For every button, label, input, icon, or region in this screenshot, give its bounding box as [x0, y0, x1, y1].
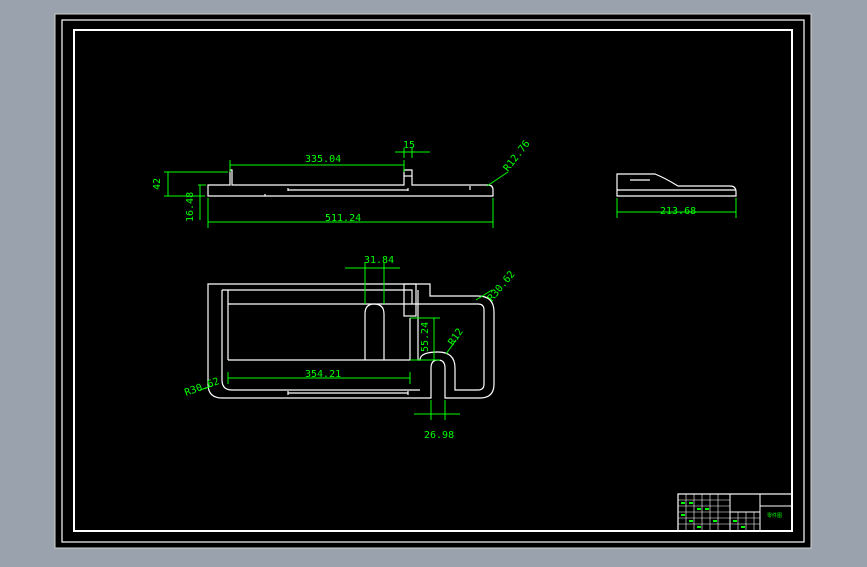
sheet-border-inner [73, 29, 793, 532]
dim-top-width: 335.04 [305, 154, 341, 165]
plan-view-dimensions [199, 262, 493, 420]
title-block-label: 零件图 [767, 512, 782, 519]
dim-inner-length: 354.21 [305, 369, 341, 380]
dim-left-thickness: 16.48 [185, 192, 196, 222]
side-view-dimensions [616, 198, 737, 218]
title-block: 零件图 [677, 493, 793, 532]
front-view-dimensions [164, 148, 509, 228]
dim-side-length: 213.68 [660, 206, 696, 217]
side-view [616, 173, 737, 197]
dim-total-length: 511.24 [325, 213, 361, 224]
dim-left-height: 42 [152, 178, 163, 190]
dim-top-step: 15 [403, 140, 415, 151]
drawing-sheet [54, 13, 812, 549]
dim-small-gap: 26.98 [424, 430, 454, 441]
dim-slot-width: 31.84 [364, 255, 394, 266]
dim-inner-height: 55.24 [420, 322, 431, 352]
sheet-border-outer [61, 19, 805, 543]
